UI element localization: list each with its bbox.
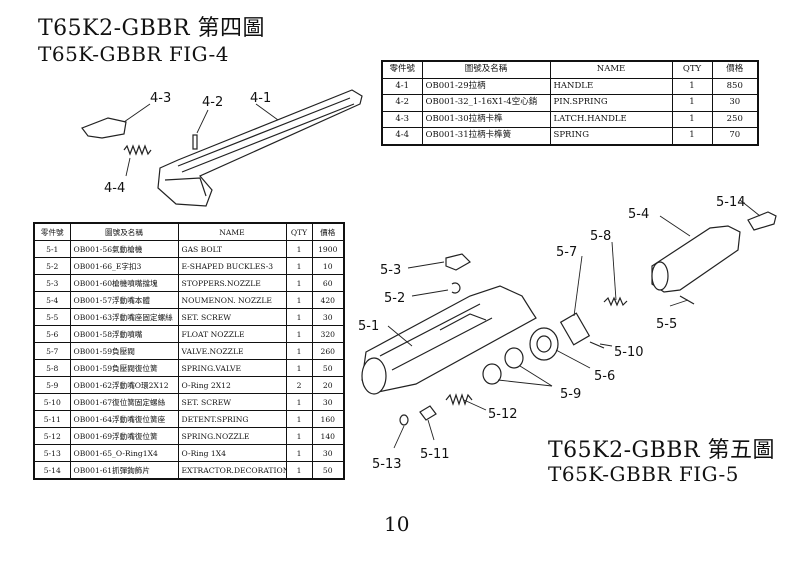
callout-4-1: 4-1 bbox=[250, 91, 271, 106]
latch-drawing bbox=[81, 117, 127, 139]
table-header-row: 零件號 圖號及名稱 NAME QTY 價格 bbox=[33, 222, 345, 241]
fig5-title-en: T65K-GBBR FIG-5 bbox=[548, 462, 739, 486]
callout-5-3: 5-3 bbox=[380, 263, 401, 278]
drawing-name-cell: OB001-65_O-Ring1X4 bbox=[69, 444, 179, 462]
header-price: 價格 bbox=[711, 60, 759, 79]
price-cell: 30 bbox=[311, 444, 345, 462]
callout-4-3: 4-3 bbox=[150, 91, 171, 106]
price-cell: 850 bbox=[711, 77, 759, 95]
callout-5-4: 5-4 bbox=[628, 207, 649, 222]
callout-5-6: 5-6 bbox=[594, 369, 615, 384]
charging-handle-drawing bbox=[157, 89, 363, 207]
callout-5-14: 5-14 bbox=[716, 195, 746, 210]
callout-5-1: 5-1 bbox=[358, 319, 379, 334]
fig4-title-cn: T65K2-GBBR 第四圖 bbox=[38, 16, 266, 41]
o-ring-small-drawing bbox=[399, 414, 409, 426]
fig4-leader-lines bbox=[123, 103, 279, 177]
page-number: 10 bbox=[384, 512, 410, 536]
callout-5-7: 5-7 bbox=[556, 245, 577, 260]
callout-4-4: 4-4 bbox=[104, 181, 125, 196]
callout-5-10: 5-10 bbox=[614, 345, 644, 360]
valve-drawing bbox=[559, 312, 591, 346]
nozzle-body-front bbox=[651, 261, 669, 291]
screw-5-10-drawing bbox=[589, 341, 605, 349]
fig4-diagram bbox=[81, 89, 363, 207]
callout-5-8: 5-8 bbox=[590, 229, 611, 244]
float-nozzle-bore bbox=[536, 335, 552, 353]
callout-5-2: 5-2 bbox=[384, 291, 405, 306]
o-ring-1-drawing bbox=[482, 363, 502, 385]
callout-5-5: 5-5 bbox=[656, 317, 677, 332]
part-no-cell: 5-14 bbox=[33, 461, 71, 480]
extractor-drawing bbox=[747, 211, 777, 231]
handle-grip-edge bbox=[164, 177, 207, 197]
handle-rails bbox=[177, 97, 355, 173]
fig5-title-cn: T65K2-GBBR 第五圖 bbox=[548, 438, 776, 463]
name-cell: O-Ring 1X4 bbox=[177, 444, 287, 462]
gas-bolt-details bbox=[379, 303, 493, 371]
fig4-callouts: 4-3 4-2 4-1 4-4 bbox=[104, 91, 271, 196]
callout-5-11: 5-11 bbox=[420, 447, 450, 462]
pin-drawing bbox=[192, 134, 198, 150]
callout-4-2: 4-2 bbox=[202, 95, 223, 110]
drawing-name-cell: OB001-61抓彈鉤飾片 bbox=[69, 461, 179, 480]
fig5-diagram bbox=[361, 199, 777, 449]
price-cell: 70 bbox=[711, 127, 759, 145]
fig5-leader-lines bbox=[387, 199, 761, 449]
o-ring-2-drawing bbox=[504, 347, 524, 369]
e-clip-drawing bbox=[451, 282, 461, 294]
spring-valve-drawing bbox=[603, 296, 628, 307]
spring-nozzle-drawing bbox=[445, 393, 473, 406]
callout-5-12: 5-12 bbox=[488, 407, 518, 422]
fig5-callouts: 5-14 5-4 5-8 5-7 5-3 5-2 5-1 5-5 5-10 5-… bbox=[358, 195, 746, 472]
spring-4-4-drawing bbox=[123, 144, 152, 156]
gas-bolt-front bbox=[361, 357, 387, 395]
header-name: NAME bbox=[549, 60, 673, 79]
callout-5-9: 5-9 bbox=[560, 387, 581, 402]
callout-5-13: 5-13 bbox=[372, 457, 402, 472]
name-cell: SPRING bbox=[549, 127, 673, 145]
drawing-name-cell: OB001-31拉柄卡榫簧 bbox=[421, 127, 551, 145]
fig4-title-en: T65K-GBBR FIG-4 bbox=[38, 42, 229, 66]
price-cell: 50 bbox=[311, 461, 345, 480]
stopper-drawing bbox=[445, 253, 471, 271]
table-header-row: 零件號 圖號及名稱 NAME QTY 價格 bbox=[381, 60, 759, 79]
detent-seat-drawing bbox=[419, 405, 437, 421]
